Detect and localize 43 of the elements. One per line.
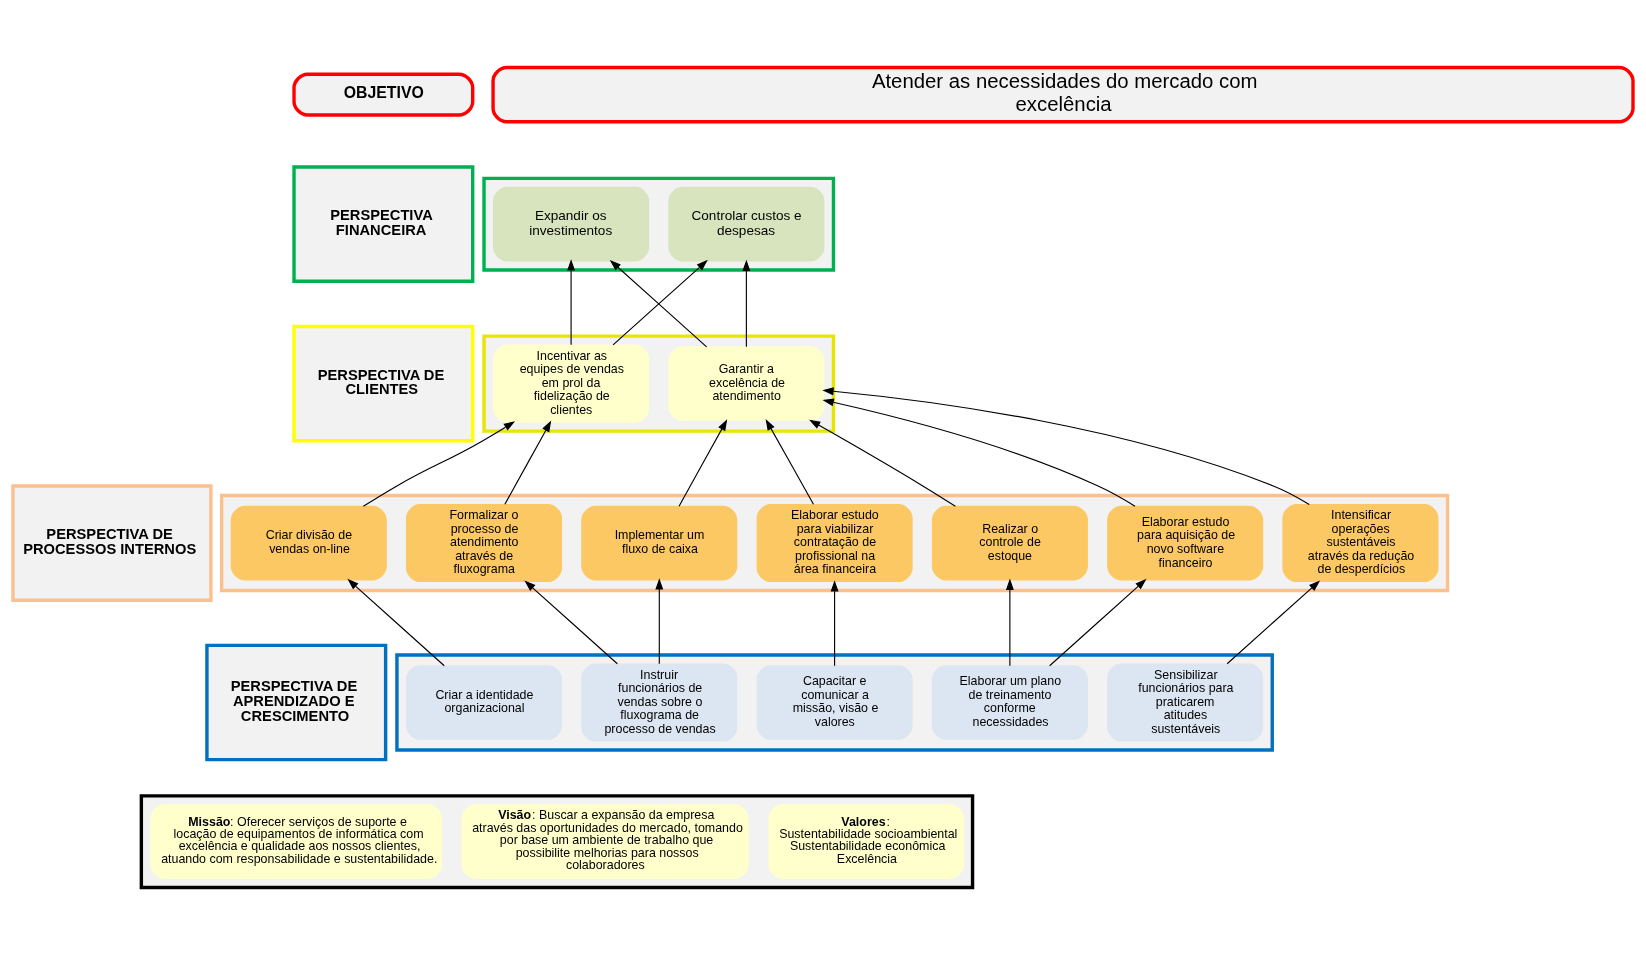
cluster — [395, 652, 1274, 752]
arrow — [524, 579, 618, 664]
node-box: Intensificar operações sustentáveis através da redução de desperdícios — [1282, 503, 1439, 582]
node-box: Instruir funcionários de vendas sobre o fluxograma de processo de vendas — [581, 663, 738, 742]
arrow — [809, 419, 956, 507]
node-box: Visão: Buscar a expansão da empresa através das oportunidades do mercado, tomando por base um ambiente de trabalho que possibilite melhorias para nossos colaboradores — [461, 803, 749, 879]
arrow — [347, 578, 445, 666]
node-box: OBJETIVO — [292, 72, 475, 117]
node-box: PERSPECTIVA DE PROCESSOS INTERNOS — [11, 483, 213, 602]
arrow — [822, 386, 1310, 505]
node-box: Incentivar as equipes de vendas em prol da fidelização de clientes — [493, 344, 650, 423]
node-box: Implementar um fluxo de caixa — [581, 505, 738, 580]
node-box: Elaborar estudo para aquisição de novo software financeiro — [1107, 505, 1264, 580]
arrow — [678, 418, 728, 507]
arrow — [655, 577, 664, 664]
node-box: PERSPECTIVA FINANCEIRA — [292, 164, 475, 283]
arrow — [1005, 578, 1014, 666]
node-box: Garantir a excelência de atendimento — [668, 345, 825, 421]
node-box: Formalizar o processo de atendimento através de fluxograma — [405, 503, 563, 582]
node-box: PERSPECTIVA DE APRENDIZADO E CRESCIMENTO — [205, 643, 388, 761]
arrow — [504, 420, 552, 505]
arrow — [822, 398, 1136, 507]
node-box: Capacitar e comunicar a missão, visão e valores — [756, 664, 913, 740]
cluster — [139, 793, 975, 889]
node-box: Expandir os investimentos — [493, 186, 650, 261]
arrow — [742, 259, 751, 347]
arrow — [362, 420, 516, 507]
node-box: Controlar custos e despesas — [668, 186, 825, 261]
arrow — [567, 258, 576, 345]
node-box: Realizar o controle de estoque — [931, 505, 1088, 580]
node-box: Criar divisão de vendas on-line — [230, 505, 387, 580]
node-box: Atender as necessidades do mercado com excelência — [491, 65, 1635, 123]
node-box: Elaborar um plano de treinamento conforme necessidades — [931, 664, 1088, 740]
node-box: PERSPECTIVA DE CLIENTES — [292, 324, 475, 442]
node-box: Sensibilizar funcionários para praticarem atitudes sustentáveis — [1107, 663, 1264, 742]
arrow — [765, 418, 815, 505]
arrow — [830, 579, 839, 666]
node-box: Criar a identidade organizacional — [405, 664, 563, 740]
arrow — [1226, 579, 1321, 664]
node-box: Elaborar estudo para viabilizar contratação de profissional na área financeira — [756, 503, 913, 582]
node-box: Missão: Oferecer serviços de suporte e locação de equipamentos de informática com excelência e qualidade aos nossos clientes, atuando com responsabilidade e sustentabilidade. — [150, 803, 443, 879]
node-box: Valores: Sustentabilidade socioambiental Sustentabilidade econômica Excelência — [768, 803, 965, 879]
arrow — [1049, 578, 1147, 666]
